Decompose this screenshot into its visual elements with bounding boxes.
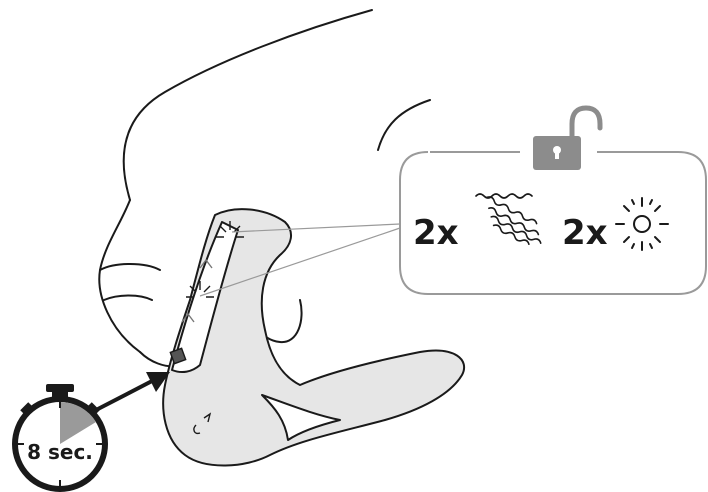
- timer-label: 8 sec.: [27, 440, 93, 464]
- light-count: 2x: [562, 213, 608, 253]
- press-arrow: [96, 372, 170, 410]
- stopwatch-icon: [15, 384, 105, 489]
- vibration-count: 2x: [413, 213, 459, 253]
- hand-illustration: [99, 10, 430, 366]
- callout-box: 2x 2x: [400, 108, 706, 294]
